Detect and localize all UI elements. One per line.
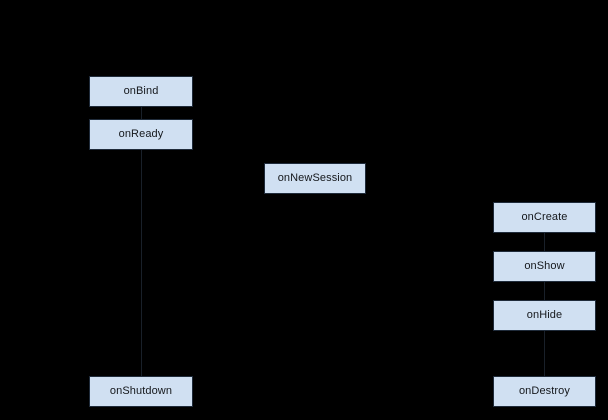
connector-bind-to-ready: [141, 107, 142, 119]
node-label: onReady: [118, 128, 164, 140]
node-on-create[interactable]: onCreate: [493, 202, 596, 233]
connector-ready-to-shutdown: [141, 150, 142, 376]
node-label: onShow: [524, 260, 565, 272]
node-label: onDestroy: [518, 385, 571, 397]
node-label: onNewSession: [277, 172, 353, 184]
node-label: onShutdown: [109, 385, 173, 397]
connector-create-to-show: [544, 233, 545, 251]
connector-show-to-hide: [544, 282, 545, 300]
node-on-new-session[interactable]: onNewSession: [264, 163, 366, 194]
node-label: onCreate: [521, 211, 568, 223]
node-on-destroy[interactable]: onDestroy: [493, 376, 596, 407]
node-on-shutdown[interactable]: onShutdown: [89, 376, 193, 407]
node-label: onBind: [123, 85, 159, 97]
connector-hide-to-destroy: [544, 331, 545, 376]
node-on-ready[interactable]: onReady: [89, 119, 193, 150]
node-label: onHide: [526, 309, 563, 321]
node-on-hide[interactable]: onHide: [493, 300, 596, 331]
node-on-show[interactable]: onShow: [493, 251, 596, 282]
node-on-bind[interactable]: onBind: [89, 76, 193, 107]
